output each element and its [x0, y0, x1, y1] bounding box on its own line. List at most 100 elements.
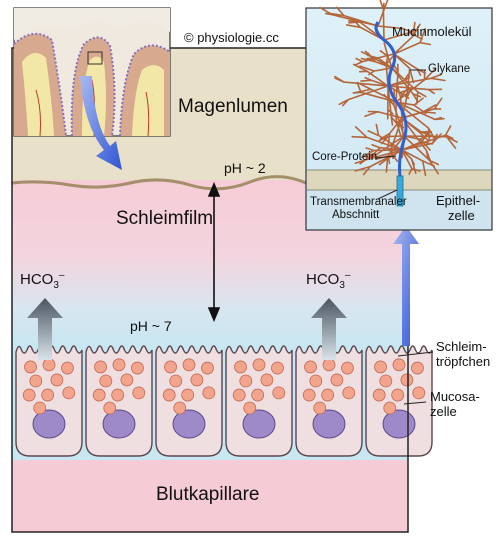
glycan-branch — [403, 135, 458, 149]
glycan-branch — [377, 0, 389, 27]
mucus-droplet — [379, 374, 393, 388]
mucus-droplet — [243, 401, 257, 415]
mucin-inset — [305, 0, 493, 231]
mucus-droplet — [322, 358, 336, 372]
mucus-droplet — [313, 401, 327, 415]
mucus-droplet — [164, 360, 177, 374]
epithelial-cell-label: Epithel-zelle — [436, 193, 481, 223]
capillary-label: Blutkapillare — [156, 484, 260, 505]
mucus-droplet — [182, 358, 196, 372]
lumen-label: Magenlumen — [178, 96, 288, 117]
glycan-branch — [379, 117, 403, 147]
mucus-droplet — [132, 386, 146, 400]
glycan-branch — [334, 75, 389, 87]
core-protein-label: Core-Protein — [312, 151, 378, 163]
mucus-droplets-label: Schleim-tröpfchen — [436, 339, 491, 369]
glycan-branch — [401, 149, 436, 177]
mucus-droplet — [383, 401, 397, 415]
glycan-branch — [351, 126, 403, 151]
ph-top-label: pH ~ 2 — [224, 160, 266, 176]
mucus-droplet — [62, 386, 76, 400]
glycan-branch — [338, 85, 389, 107]
mucus-droplet — [42, 358, 56, 372]
cell-nucleus — [382, 409, 416, 439]
ph-gradient-arrow — [207, 181, 221, 323]
bicarbonate-label-right: HCO3– — [306, 270, 351, 291]
mucus-droplet — [234, 360, 247, 374]
mucus-droplet — [304, 360, 317, 374]
mucus-droplet — [392, 358, 406, 372]
mucus-droplet — [412, 386, 426, 400]
glycan-branch — [354, 149, 403, 165]
mucus-droplet — [131, 361, 144, 375]
cell-nucleus — [172, 409, 206, 439]
glycan-branch — [393, 21, 421, 55]
glycan-branch — [377, 25, 413, 33]
droplet-leader — [397, 351, 434, 357]
mucus-droplet — [112, 358, 126, 372]
glycan-branch — [395, 101, 445, 121]
mucus-droplet — [162, 388, 176, 402]
bicarbonate-label-left: HCO3– — [20, 270, 65, 291]
mucus-droplet — [61, 361, 74, 375]
mucus-droplet — [29, 374, 43, 388]
core-protein-chain — [374, 21, 408, 204]
mucus-droplet — [92, 388, 106, 402]
cell-nucleus — [102, 409, 136, 439]
mucus-droplet — [169, 374, 183, 388]
mucus-droplet — [309, 374, 323, 388]
mucus-droplet — [271, 361, 284, 375]
mucus-droplet — [33, 401, 47, 415]
glycans-label: Glykane — [428, 63, 471, 75]
mucosa-cell-label: Mucosa-zelle — [430, 389, 480, 419]
glycan-branch — [352, 63, 389, 87]
zoom-marker-box — [87, 51, 103, 65]
mucus-droplet — [232, 388, 246, 402]
mucus-droplet — [252, 358, 266, 372]
mucus-droplet — [24, 360, 37, 374]
zoom-arrow-left — [80, 76, 122, 170]
cell-nucleus — [312, 409, 346, 439]
mucus-droplet — [251, 388, 265, 402]
mucus-droplet — [190, 373, 204, 387]
mucus-droplet — [181, 388, 195, 402]
bicarbonate-arrow-right — [311, 298, 347, 360]
mucus-droplet — [400, 373, 414, 387]
mucus-droplet — [260, 373, 274, 387]
mucus-droplet — [411, 361, 424, 375]
glycan-branch — [366, 54, 393, 69]
transmembrane-segment — [396, 175, 404, 207]
glycan-branch — [329, 6, 379, 27]
mucus-droplet — [50, 373, 64, 387]
mucus-droplet — [94, 360, 107, 374]
mucus-film-label: Schleimfilm — [116, 208, 214, 229]
mucus-droplet — [111, 388, 125, 402]
mucus-droplet — [239, 374, 253, 388]
mucus-droplet — [341, 361, 354, 375]
mucus-droplet — [321, 388, 335, 402]
mucus-droplet — [120, 373, 134, 387]
capillary-region — [12, 460, 408, 532]
mucus-droplet — [99, 374, 113, 388]
stomach-wall-inset — [13, 7, 171, 137]
glycan-branch — [393, 27, 432, 55]
zoom-arrow-right — [393, 226, 419, 346]
bicarbonate-arrow-left — [27, 298, 63, 360]
epithelial-cells — [15, 345, 433, 457]
glycan-branch — [401, 149, 421, 175]
cell-nucleus — [242, 409, 276, 439]
mucus-droplet — [103, 401, 117, 415]
mucus-droplet — [330, 373, 344, 387]
mucus-droplet — [372, 388, 386, 402]
glycan-branch — [386, 85, 394, 120]
mucus-droplet — [173, 401, 187, 415]
cell-nucleus — [32, 409, 66, 439]
copyright-text: © physiologie.cc — [184, 30, 279, 45]
mucus-droplet — [41, 388, 55, 402]
mucosa-leader — [403, 401, 427, 405]
mucin-title: Mucinmolekül — [392, 24, 472, 39]
glycan-branch — [387, 85, 443, 95]
